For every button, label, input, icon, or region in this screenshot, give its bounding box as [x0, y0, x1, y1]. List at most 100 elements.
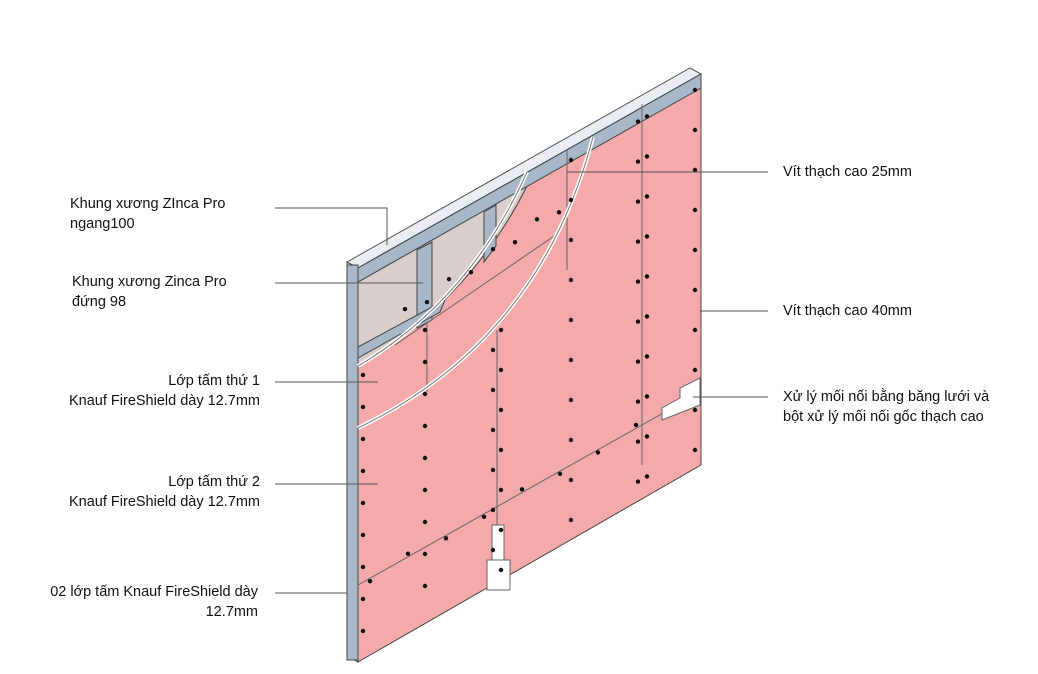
screw-icon — [635, 279, 641, 284]
screw-icon — [498, 327, 504, 333]
screw-icon — [692, 127, 698, 133]
screw-icon — [490, 347, 496, 353]
screw-icon — [692, 447, 698, 453]
leader-lines — [275, 171, 768, 594]
screw-icon — [644, 114, 650, 119]
screw-icon — [498, 367, 504, 373]
screw-icon — [424, 299, 430, 305]
screw-icon — [635, 479, 641, 484]
screw-icon — [498, 527, 504, 533]
screw-icon — [692, 287, 698, 293]
screw-icon — [422, 551, 428, 557]
screw-icon — [635, 159, 641, 164]
screw-icon — [402, 306, 408, 312]
screw-icon — [490, 387, 496, 393]
screw-icon — [422, 583, 428, 589]
screw-icon — [534, 217, 540, 222]
screw-icon — [568, 197, 574, 203]
screw-icon — [635, 399, 641, 404]
label-screw-40: Vít thạch cao 40mm — [783, 303, 912, 319]
screw-icon — [692, 407, 698, 413]
screw-icon — [644, 154, 650, 159]
screw-icon — [692, 327, 698, 333]
screw-icon — [568, 437, 574, 443]
screw-icon — [422, 327, 428, 333]
screw-icon — [568, 157, 574, 163]
screw-icon — [405, 551, 411, 556]
screw-icon — [568, 357, 574, 363]
screw-icon — [446, 276, 452, 282]
screw-icon — [360, 436, 366, 442]
screw-icon — [644, 474, 650, 479]
screw-icon — [360, 596, 366, 602]
screw-icon — [692, 87, 698, 93]
screw-icon — [360, 532, 366, 538]
screw-icon — [556, 210, 562, 215]
screw-icon — [443, 536, 449, 541]
screw-icon — [422, 487, 428, 493]
screw-icon — [692, 367, 698, 373]
screw-icon — [557, 471, 563, 477]
left-stud — [346, 264, 359, 661]
screw-icon — [490, 507, 496, 513]
screw-icon — [422, 391, 428, 397]
screw-icon — [568, 397, 574, 403]
screw-icon — [568, 237, 574, 243]
label-screw-25: Vít thạch cao 25mm — [783, 164, 912, 180]
screw-icon — [468, 269, 474, 275]
screw-icon — [490, 467, 496, 473]
screw-icon — [490, 427, 496, 433]
screw-icon — [490, 547, 496, 553]
screw-icon — [568, 277, 574, 283]
joint-tape-bottom — [486, 559, 511, 591]
screw-icon — [644, 194, 650, 199]
screw-icon — [633, 422, 639, 428]
screw-icon — [498, 567, 504, 573]
screw-icon — [635, 319, 641, 324]
screw-icon — [360, 404, 366, 410]
screw-icon — [644, 434, 650, 439]
screw-icon — [360, 468, 366, 474]
screw-icon — [481, 514, 487, 520]
screw-icon — [692, 247, 698, 253]
screw-icon — [519, 487, 525, 492]
screw-icon — [644, 274, 650, 279]
screw-icon — [635, 119, 641, 124]
screw-icon — [644, 234, 650, 239]
screw-icon — [644, 394, 650, 399]
screw-icon — [498, 407, 504, 413]
screw-icon — [498, 447, 504, 453]
screw-icon — [635, 199, 641, 204]
screws — [360, 87, 698, 634]
screw-icon — [644, 354, 650, 359]
joint-tape-right — [661, 377, 701, 421]
nogging — [357, 298, 447, 359]
screw-icon — [422, 519, 428, 525]
screw-icon — [635, 359, 641, 364]
screw-icon — [490, 247, 496, 252]
screw-icon — [360, 372, 366, 378]
screw-icon — [360, 564, 366, 570]
screw-icon — [644, 314, 650, 319]
screw-icon — [360, 500, 366, 506]
screw-icon — [568, 477, 574, 483]
screw-icon — [512, 240, 518, 245]
screw-icon — [367, 579, 373, 584]
screw-icon — [692, 207, 698, 213]
screw-icon — [635, 239, 641, 244]
screw-icon — [422, 423, 428, 429]
screw-icon — [568, 317, 574, 323]
screw-icon — [422, 359, 428, 365]
screw-icon — [360, 628, 366, 634]
screw-icon — [498, 487, 504, 493]
screw-icon — [692, 167, 698, 173]
screw-icon — [595, 450, 601, 455]
screw-icon — [568, 517, 574, 523]
